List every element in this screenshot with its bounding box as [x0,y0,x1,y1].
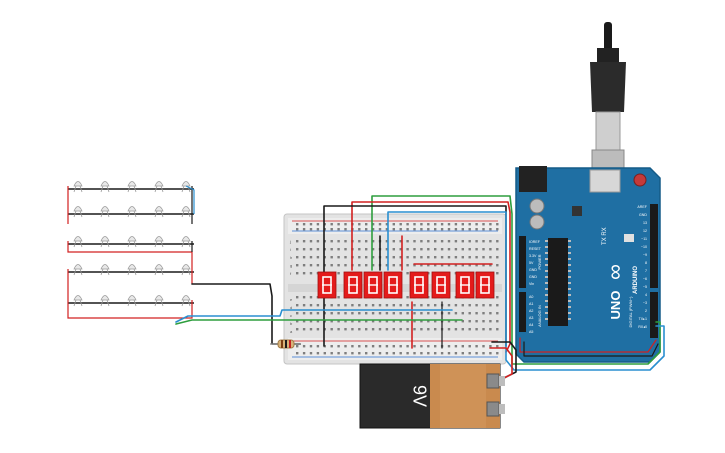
header-pin-label: IOREF [529,240,541,244]
header-pin-label: TX▸1 [639,317,647,321]
header-pin-label: A3 [529,316,533,320]
seven-segment-display [431,271,451,299]
led [154,295,164,307]
led [100,264,110,276]
power-header [519,236,526,288]
header-pin-label: ~5 [643,285,647,289]
seven-segment-display [363,271,383,299]
seven-segment-display [409,271,429,299]
breadboard-row-letter: a [290,329,293,334]
led [181,181,191,193]
header-pin-label: Vin [529,282,534,286]
led [73,236,83,248]
breadboard-row-letter: e [290,297,293,302]
header-pin-label: 2 [645,309,647,313]
header-pin-label: 5V [529,261,534,265]
breadboard-row-letter: c [290,313,292,318]
led [100,295,110,307]
digital-section-label: DIGITAL (PWM~) [628,296,633,328]
header-pin-label: 8 [645,261,647,265]
digital-header-lower [650,292,658,338]
usb-cable [590,22,626,191]
seven-segment-display [317,271,337,299]
arduino-uno-board: TX RX ∞ ARDUINO UNO IOREF RESET 3.3V 5V GND G… [515,166,661,363]
seven-segment-display [343,271,363,299]
breadboard-row-letter: f [290,271,292,276]
microcontroller-chip [548,238,568,326]
led [127,206,137,218]
resistor [270,339,300,349]
arduino-model-text: UNO [608,291,623,320]
led [154,181,164,193]
led [181,264,191,276]
led [73,181,83,193]
header-pin-label: RX◂0 [638,325,647,329]
header-pin-label: A4 [529,323,533,327]
header-pin-label: ~10 [641,245,647,249]
led [154,264,164,276]
led [181,295,191,307]
seven-segment-display [475,271,495,299]
header-pin-label: GND [529,268,537,272]
breadboard-row-letter: j [289,239,291,244]
header-pin-label: 3.3V [529,254,537,258]
header-pin-label: A5 [529,330,533,334]
header-pin-label: 13 [643,221,647,225]
wires [175,195,665,381]
seven-segment-display [383,271,403,299]
digital-header-upper [650,204,658,288]
header-pin-label: ~11 [641,237,647,241]
led [100,181,110,193]
led [100,206,110,218]
led [73,264,83,276]
reset-button[interactable] [633,173,647,187]
led [127,181,137,193]
power-section-label: POWER [537,254,542,269]
breadboard-row-letter: d [290,305,292,310]
header-pin-label: GND [529,275,537,279]
led [154,236,164,248]
breadboard-row-letter: g [290,263,292,268]
analog-section-label: ANALOG IN [537,305,542,327]
breadboard-row-letter: b [290,321,293,326]
header-pin-label: ~9 [643,253,647,257]
breadboard-row-letter: h [290,255,292,260]
arduino-logo-icon: ∞ [602,264,627,280]
led [181,206,191,218]
header-pin-label: A1 [529,302,533,306]
led [127,264,137,276]
header-pin-label: ~6 [643,277,647,281]
battery-9v: 9V [359,363,505,429]
header-pin-label: 7 [645,269,647,273]
led [100,236,110,248]
arduino-brand-text: ARDUINO [633,266,639,294]
led [73,206,83,218]
tx-rx-label: TX RX [602,227,608,245]
header-pin-label: 12 [643,229,647,233]
header-pin-label: ~3 [643,301,647,305]
seven-segment-displays [317,271,495,299]
header-pin-label: 4 [645,293,647,297]
breadboard-row-letter: i [290,247,291,252]
led-matrix [67,181,195,319]
led [127,295,137,307]
analog-header [519,292,526,332]
header-pin-label: A0 [529,295,533,299]
power-jack [519,166,547,192]
led [73,295,83,307]
header-pin-label: AREF [637,205,647,209]
header-pin-label: GND [639,213,647,217]
battery-label: 9V [409,385,429,407]
header-pin-label: A2 [529,309,533,313]
seven-segment-display [455,271,475,299]
led [181,236,191,248]
header-pin-label: RESET [529,247,542,251]
led [154,206,164,218]
led [127,236,137,248]
usb-port [589,169,621,193]
